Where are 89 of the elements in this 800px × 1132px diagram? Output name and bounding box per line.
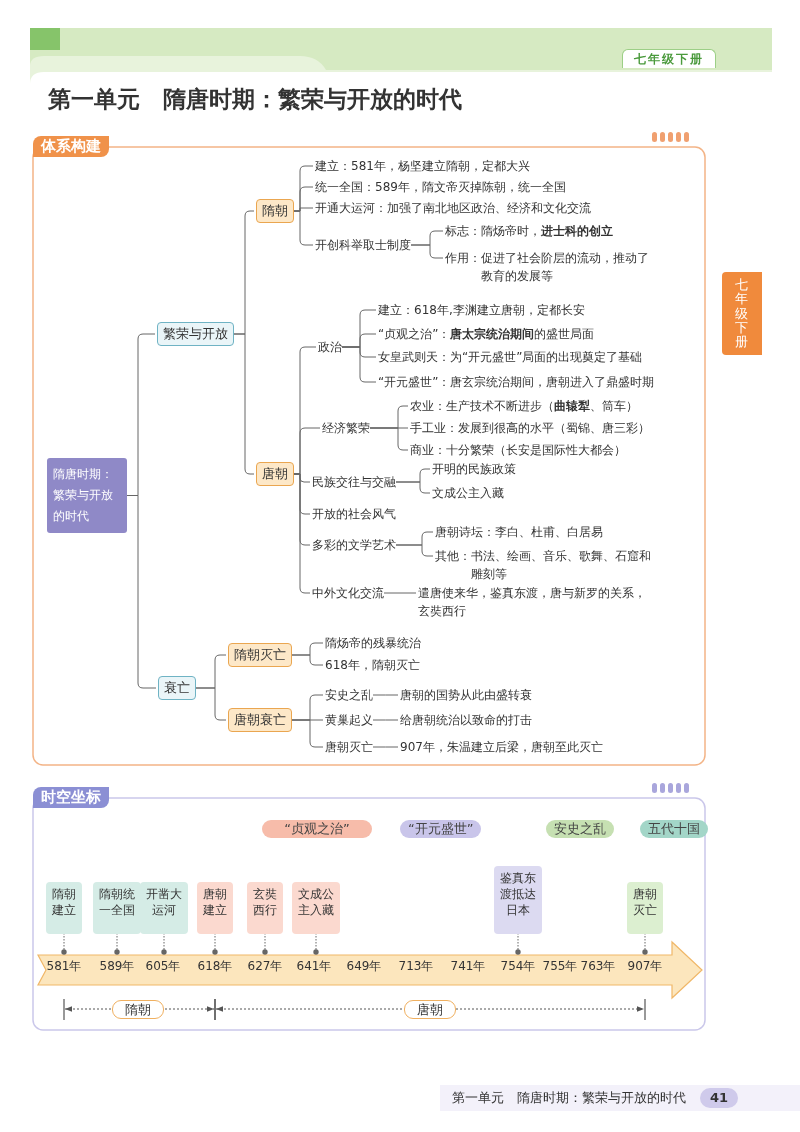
topic-text: 女皇武则天：为“开元盛世”局面的出现奠定了基础	[378, 348, 643, 366]
topic-text: “贞观之治”：唐太宗统治期间的盛世局面	[378, 325, 595, 343]
sub-branch-box: 隋朝	[256, 199, 294, 223]
topic-text: 多彩的文学艺术	[312, 536, 396, 554]
topic-text: 安史之乱	[325, 686, 373, 704]
period-label: 五代十国	[640, 820, 708, 838]
topic-text: 统一全国：589年，隋文帝灭掉陈朝，统一全国	[315, 178, 566, 196]
connector-line	[383, 592, 417, 594]
connector-line	[372, 719, 399, 721]
topic-box: 隋唐时期：繁荣与开放的时代	[47, 458, 127, 533]
connector-line	[161, 932, 167, 955]
topic-text: 唐朝的国势从此由盛转衰	[400, 686, 532, 704]
branch-box: 繁荣与开放	[157, 322, 234, 346]
topic-text: 618年，隋朝灭亡	[325, 656, 420, 674]
sub-branch-box: 唐朝	[256, 462, 294, 486]
footer-text: 第一单元 隋唐时期：繁荣与开放的时代	[452, 1089, 686, 1107]
connector-line	[395, 544, 434, 557]
topic-text: 民族交往与交融	[312, 473, 396, 491]
connector-line	[372, 746, 399, 748]
connector-line	[372, 694, 399, 696]
topic-text: 商业：十分繁荣（长安是国际性大都会）	[410, 441, 626, 459]
topic-text: 907年，朱温建立后梁，唐朝至此灭亡	[400, 738, 603, 756]
topic-text: 标志：隋炀帝时，进士科的创立	[445, 222, 613, 240]
topic-text: 开创科举取士制度	[315, 236, 411, 254]
year-label: 754年	[493, 948, 543, 974]
connector-line	[642, 932, 648, 955]
topic-text: 农业：生产技术不断进步（曲辕犁、筒车）	[410, 397, 638, 415]
event-card: 唐朝灭亡	[627, 882, 663, 934]
topic-text: 开明的民族政策	[432, 460, 516, 478]
topic-text: 文成公主入藏	[432, 484, 504, 502]
period-label: 安史之乱	[546, 820, 614, 838]
topic-text: 建立：618年,李渊建立唐朝，定都长安	[378, 301, 585, 319]
period-label: “开元盛世”	[400, 820, 482, 838]
event-card: 开凿大运河	[140, 882, 188, 934]
connector-line	[61, 932, 67, 955]
event-card: 玄奘西行	[247, 882, 283, 934]
year-label: 713年	[391, 948, 441, 974]
connector-line	[114, 932, 120, 955]
topic-text: 给唐朝统治以致命的打击	[400, 711, 532, 729]
period-label: “贞观之治”	[262, 820, 372, 838]
topic-text: 黄巢起义	[325, 711, 373, 729]
year-label: 649年	[339, 948, 389, 974]
era-label: 唐朝	[404, 1000, 456, 1019]
page-number: 41	[700, 1088, 739, 1108]
year-label: 907年	[620, 948, 670, 974]
connector-line	[369, 427, 409, 451]
connector-line	[233, 333, 255, 475]
year-label: 741年	[443, 948, 493, 974]
topic-text: 唐朝灭亡	[325, 738, 373, 756]
connector-line	[313, 932, 319, 955]
connector-line	[395, 481, 431, 494]
topic-text: 唐朝诗坛：李白、杜甫、白居易	[435, 523, 603, 541]
topic-text: 开通大运河：加强了南北地区政治、经济和文化交流	[315, 199, 591, 217]
year-label: 618年	[190, 948, 240, 974]
connector-line	[212, 932, 218, 955]
year-label: 641年	[289, 948, 339, 974]
topic-text: 开放的社会风气	[312, 505, 396, 523]
grade-tab: 七年级下册	[622, 49, 716, 68]
event-card: 文成公主入藏	[292, 882, 340, 934]
sub-branch-box: 唐朝衰亡	[228, 708, 292, 732]
topic-text: 经济繁荣	[322, 419, 370, 437]
connector-line	[262, 932, 268, 955]
topic-text: “开元盛世”：唐玄宗统治期间，唐朝进入了鼎盛时期	[378, 373, 655, 391]
event-card: 隋朝统一全国	[93, 882, 141, 934]
connector-line	[195, 687, 227, 721]
year-label: 581年	[39, 948, 89, 974]
topic-text: 隋炀帝的残暴统治	[325, 634, 421, 652]
topic-text: 建立：581年，杨坚建立隋朝，定都大兴	[315, 157, 530, 175]
side-tab: 七年级下册	[722, 272, 762, 356]
connector-line	[515, 932, 521, 955]
event-card: 隋朝建立	[46, 882, 82, 934]
topic-text: 政治	[318, 338, 342, 356]
topic-text: 手工业：发展到很高的水平（蜀锦、唐三彩）	[410, 419, 650, 437]
section-tab: 时空坐标	[33, 787, 109, 808]
section-tab: 体系构建	[33, 136, 109, 157]
branch-box: 衰亡	[158, 676, 196, 700]
connector-line	[341, 346, 377, 383]
page-title: 第一单元 隋唐时期：繁荣与开放的时代	[48, 85, 462, 114]
topic-text: 其他：书法、绘画、音乐、歌舞、石窟和雕刻等	[435, 547, 657, 583]
event-card: 鉴真东渡抵达日本	[494, 866, 542, 934]
connector-line	[410, 244, 444, 259]
year-label: 627年	[240, 948, 290, 974]
connector-line	[291, 654, 324, 666]
era-label: 隋朝	[112, 1000, 164, 1019]
topic-text: 作用：促进了社会阶层的流动，推动了教育的发展等	[445, 249, 657, 285]
event-card: 唐朝建立	[197, 882, 233, 934]
topic-text: 中外文化交流	[312, 584, 384, 602]
sub-branch-box: 隋朝灭亡	[228, 643, 292, 667]
topic-text: 遣唐使来华，鉴真东渡，唐与新罗的关系，玄奘西行	[418, 584, 650, 620]
